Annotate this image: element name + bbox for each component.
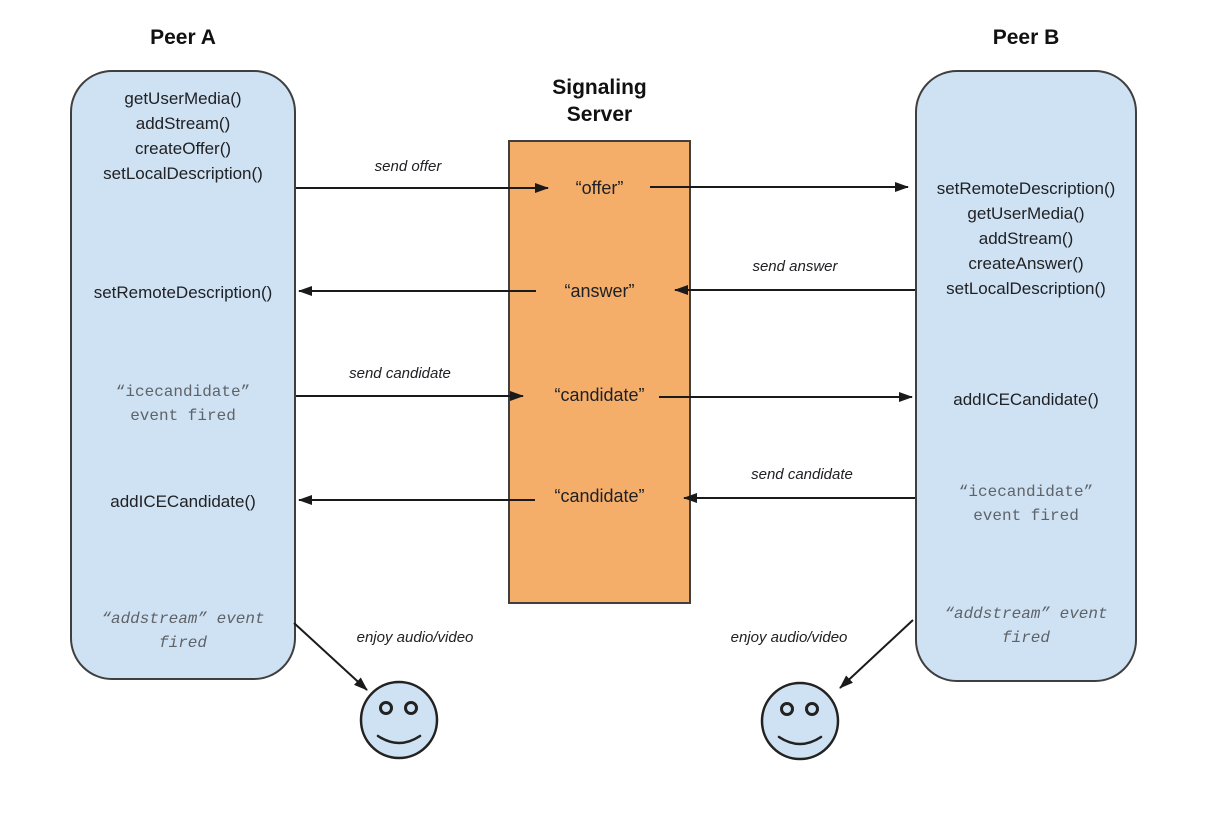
send-candidate-right-label: send candidate [751, 466, 853, 483]
method-call: setRemoteDescription() [936, 179, 1116, 198]
icecandidate-event-note: “icecandidate” event fired [958, 483, 1094, 525]
method-call: getUserMedia() [124, 89, 242, 108]
method-call: addStream() [978, 229, 1074, 248]
enjoy-audio-video-right-label: enjoy audio/video [730, 629, 848, 646]
arrow-enjoy-right [839, 619, 914, 689]
smiley-face-left [359, 680, 439, 760]
peer-a-initial-calls: getUserMedia() addStream() createOffer()… [72, 86, 294, 186]
server-message-candidate-2: “candidate” [554, 486, 645, 506]
peer-b-initial-calls: setRemoteDescription() getUserMedia() ad… [917, 176, 1135, 301]
addstream-event-note: “addstream” event fired [944, 605, 1108, 647]
method-call: setLocalDescription() [103, 164, 263, 183]
method-call: addICECandidate() [953, 390, 1099, 409]
enjoy-audio-video-left-label: enjoy audio/video [356, 629, 474, 646]
method-call: addStream() [135, 114, 231, 133]
method-call: setRemoteDescription() [93, 283, 273, 302]
smiley-face-right [760, 681, 840, 761]
server-message-offer: “offer” [575, 178, 624, 198]
peer-a-title: Peer A [150, 26, 216, 49]
method-call: createOffer() [134, 139, 232, 158]
peer-b-box: setRemoteDescription() getUserMedia() ad… [915, 70, 1137, 682]
send-offer-label: send offer [374, 158, 442, 175]
server-message-answer: “answer” [564, 281, 635, 301]
signaling-server-box: “offer” “answer” “candidate” “candidate” [508, 140, 691, 604]
server-message-candidate-1: “candidate” [554, 385, 645, 405]
method-call: getUserMedia() [967, 204, 1085, 223]
icecandidate-event-note: “icecandidate” event fired [115, 383, 251, 425]
method-call: addICECandidate() [110, 492, 256, 511]
send-candidate-left-label: send candidate [349, 365, 451, 382]
method-call: createAnswer() [968, 254, 1084, 273]
method-call: setLocalDescription() [946, 279, 1106, 298]
addstream-event-note: “addstream” event fired [101, 610, 265, 652]
peer-a-box: getUserMedia() addStream() createOffer()… [70, 70, 296, 680]
peer-b-title: Peer B [992, 26, 1060, 49]
signaling-server-title: Signaling Server [552, 76, 647, 126]
send-answer-label: send answer [752, 258, 838, 275]
